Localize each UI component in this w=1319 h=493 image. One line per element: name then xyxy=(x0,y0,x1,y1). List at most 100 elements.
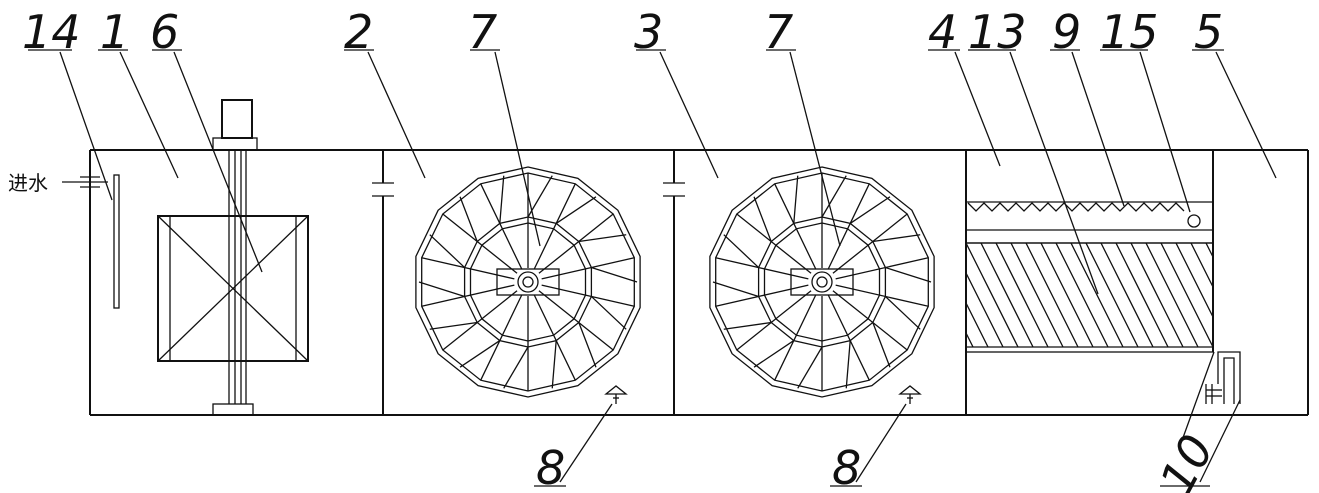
settler-tube-line xyxy=(1130,242,1184,348)
label-2: 2 xyxy=(344,5,373,59)
leader-lines xyxy=(28,49,1277,487)
disc-brace xyxy=(591,266,638,283)
label-4: 4 xyxy=(928,5,957,59)
disc-brace xyxy=(793,175,799,224)
aerator-right xyxy=(898,385,922,404)
disc-spoke xyxy=(715,284,809,307)
disc-spoke xyxy=(835,257,929,280)
settler-tube-line xyxy=(1175,242,1214,318)
disc-hub xyxy=(811,271,833,293)
settler-tube-line xyxy=(1040,242,1094,348)
label-7-right: 7 xyxy=(764,5,793,59)
disc-brace xyxy=(578,322,597,368)
disc-brace xyxy=(821,175,847,218)
settler-tube-line xyxy=(965,272,1004,348)
disc-brace xyxy=(555,196,597,224)
disc-brace xyxy=(418,281,465,298)
disc-spoke xyxy=(774,294,817,381)
disc-spoke xyxy=(827,183,870,270)
outlet-pipe xyxy=(1205,351,1241,404)
disc-brace xyxy=(712,281,759,298)
settler-tube-line xyxy=(995,242,1049,348)
label-14: 14 xyxy=(22,5,81,59)
disc-brace xyxy=(551,340,557,389)
disc-spoke xyxy=(541,257,635,280)
disc-brace xyxy=(872,322,891,368)
number-labels: 14 1 6 2 7 3 7 4 13 9 15 5 8 8 10 xyxy=(22,5,1224,493)
label-15: 15 xyxy=(1100,5,1159,59)
disc-brace xyxy=(723,234,760,269)
settler-tube-line xyxy=(1100,242,1154,348)
disc-brace xyxy=(753,196,772,242)
settler-tube-line xyxy=(980,242,1034,348)
disc-hub xyxy=(517,271,539,293)
disc-brace xyxy=(590,295,627,330)
settler-tube-line xyxy=(1025,242,1079,348)
settler-tube-line xyxy=(965,302,989,348)
partition-walls xyxy=(372,150,1214,415)
label-13: 13 xyxy=(968,5,1027,59)
disc-outer-rim xyxy=(709,166,935,398)
settler-tube-line xyxy=(1190,242,1214,288)
settler-tube-line xyxy=(1085,242,1139,348)
inlet-label: 进水 xyxy=(8,171,48,195)
disc-spoke xyxy=(421,257,515,280)
disc-brace xyxy=(753,340,795,368)
disc-brace xyxy=(499,175,505,224)
disc-brace xyxy=(578,234,627,243)
disc-brace xyxy=(459,196,478,242)
settler-tube-line xyxy=(1055,242,1109,348)
disc-brace xyxy=(797,346,823,389)
disc-spoke xyxy=(774,183,817,270)
settler-tube-line xyxy=(965,332,974,348)
label-8-right: 8 xyxy=(832,441,861,493)
label-5: 5 xyxy=(1194,5,1223,59)
rotating-disc-left xyxy=(415,166,641,398)
disc-axle xyxy=(816,276,828,288)
settler-tube-line xyxy=(1010,242,1064,348)
label-6: 6 xyxy=(150,5,179,59)
disc-spoke xyxy=(827,294,870,381)
disc-spoke xyxy=(538,290,614,351)
disc-spoke xyxy=(421,284,515,307)
disc-hub-plate xyxy=(790,268,854,296)
inlet-pipe xyxy=(62,176,108,188)
inlet-baffle xyxy=(113,174,120,309)
mixer-assembly xyxy=(157,99,309,416)
settler-tube-line xyxy=(1160,242,1214,348)
disc-spoke xyxy=(736,290,812,351)
disc-spoke xyxy=(832,290,908,351)
label-8-left: 8 xyxy=(536,441,565,493)
label-3: 3 xyxy=(634,5,663,59)
settler-tube-line xyxy=(965,242,1019,348)
disc-spoke xyxy=(480,294,523,381)
collection-pipe xyxy=(1187,214,1201,228)
settler-tube-line xyxy=(1145,242,1199,348)
label-9: 9 xyxy=(1052,5,1081,59)
disc-spoke xyxy=(832,213,908,274)
label-10: 10 xyxy=(1149,426,1224,493)
tube-settler-pack xyxy=(965,229,1214,353)
disc-spoke xyxy=(835,284,929,307)
disc-spoke xyxy=(480,183,523,270)
disc-outer-rim xyxy=(415,166,641,398)
disc-spoke xyxy=(541,284,635,307)
label-1: 1 xyxy=(100,5,129,59)
disc-spoke xyxy=(442,290,518,351)
disc-spoke xyxy=(442,213,518,274)
sawtooth-weir xyxy=(966,201,1213,212)
disc-brace xyxy=(429,234,466,269)
disc-brace xyxy=(845,340,851,389)
disc-brace xyxy=(459,340,501,368)
disc-brace xyxy=(503,346,529,389)
disc-brace xyxy=(872,234,921,243)
disc-spoke xyxy=(538,213,614,274)
disc-brace xyxy=(723,321,772,330)
disc-hub-plate xyxy=(496,268,560,296)
tank-outline xyxy=(89,149,1309,416)
rotating-disc-right xyxy=(709,166,935,398)
disc-spoke xyxy=(736,213,812,274)
disc-spoke xyxy=(533,183,576,270)
disc-brace xyxy=(884,295,921,330)
